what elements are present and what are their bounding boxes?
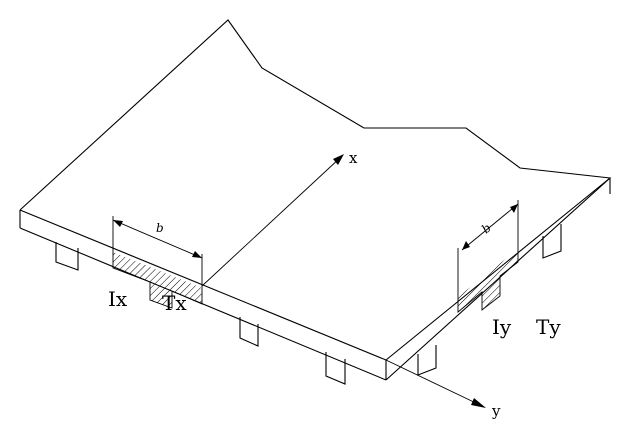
dim-by-line (461, 203, 519, 251)
axis-y-line (385, 359, 481, 406)
axis-y-label: y (491, 402, 501, 420)
plate-outline (19, 19, 612, 381)
axis-x-label: x (349, 149, 358, 167)
front-ribs (55, 242, 346, 385)
front-rib-4 (325, 352, 346, 385)
dim-b-label: b (156, 221, 164, 235)
axis-x-arrowhead (333, 154, 344, 165)
axes (201, 154, 486, 408)
front-rib-3 (239, 317, 259, 347)
section-y-hatch (458, 249, 518, 312)
section-y (457, 200, 519, 313)
dim-b-arrow-left (113, 220, 123, 227)
ty-label: Ty (536, 315, 561, 339)
section-x (112, 216, 203, 309)
dim-b-line (112, 219, 203, 259)
right-ribs (417, 224, 562, 376)
front-rib-1 (55, 242, 79, 271)
right-rib-1 (417, 345, 437, 376)
axis-y-arrowhead (471, 398, 486, 408)
dim-b-arrow-right (192, 251, 202, 258)
tx-label: Tx (162, 291, 187, 315)
dim-by-arrow-left (462, 241, 470, 250)
dim-by-arrow-right (510, 204, 518, 213)
axis-x-line (201, 156, 342, 287)
iy-label: Iy (492, 315, 512, 339)
right-rib-3 (542, 224, 562, 259)
ix-label: Ix (108, 287, 128, 311)
